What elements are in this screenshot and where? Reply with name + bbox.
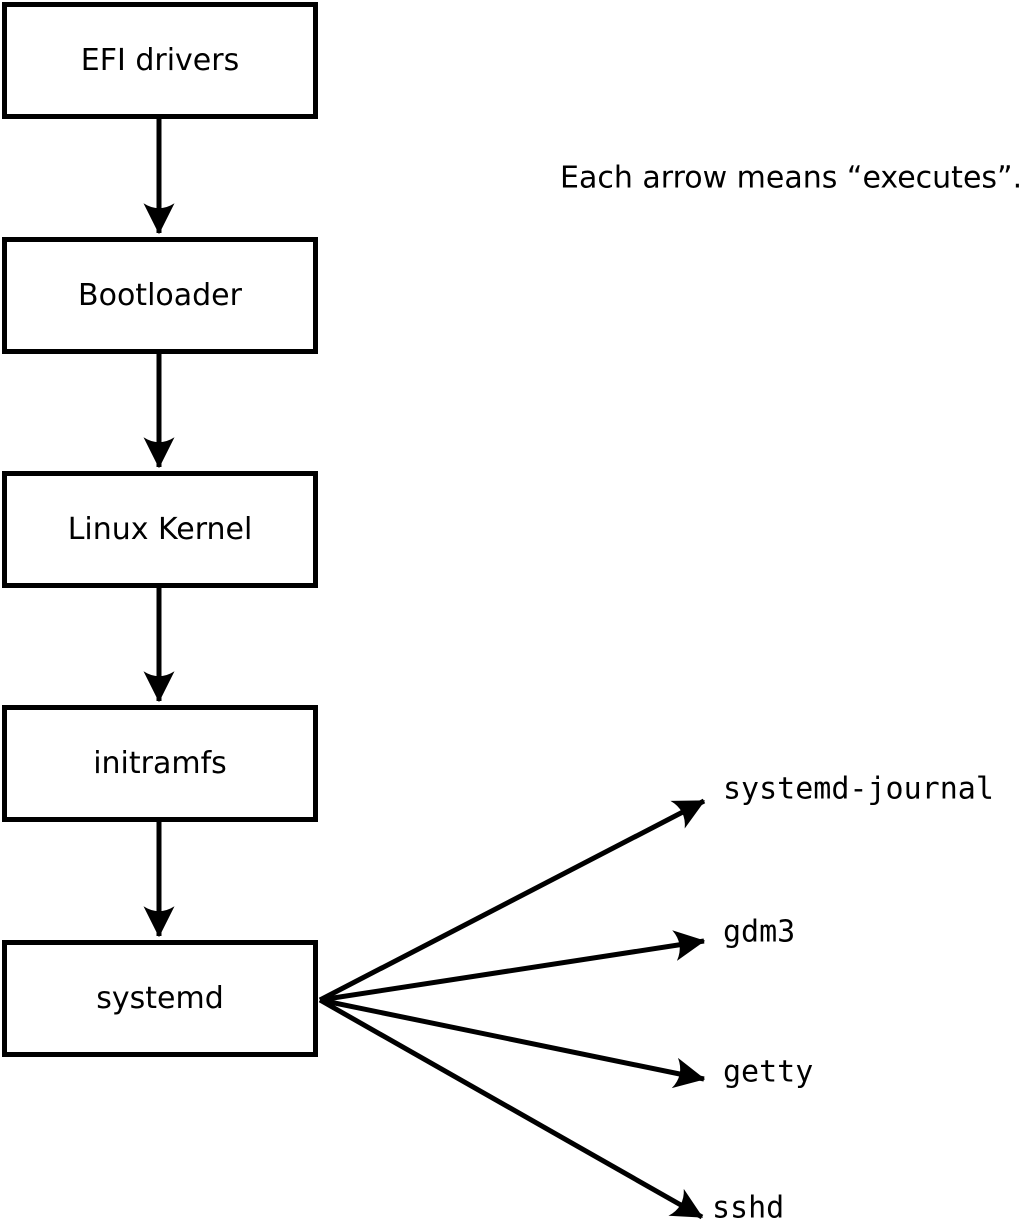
executes-arrow-systemd-to-getty (319, 997, 706, 1089)
node-systemd: systemd (2, 940, 318, 1057)
node-efi-drivers: EFI drivers (2, 2, 318, 119)
node-bootloader: Bootloader (2, 237, 318, 354)
arrow-meaning-caption: Each arrow means “executes”. (560, 160, 1023, 196)
node-label: EFI drivers (80, 43, 240, 78)
node-initramfs: initramfs (2, 705, 318, 822)
process-label-sshd: sshd (712, 1190, 785, 1226)
node-linux-kernel: Linux Kernel (2, 471, 318, 588)
node-label: systemd (96, 981, 224, 1016)
executes-arrow-systemd-to-gdm3 (319, 930, 706, 1003)
node-label: initramfs (93, 746, 227, 781)
process-label-getty: getty (723, 1054, 814, 1090)
executes-arrow-systemd-to-sshd (318, 997, 704, 1220)
executes-arrow-systemd-to-journal (318, 798, 706, 1003)
process-label-systemd-journal: systemd-journal (723, 771, 994, 807)
process-label-gdm3: gdm3 (723, 914, 796, 950)
node-label: Bootloader (78, 278, 242, 313)
node-label: Linux Kernel (67, 512, 253, 547)
